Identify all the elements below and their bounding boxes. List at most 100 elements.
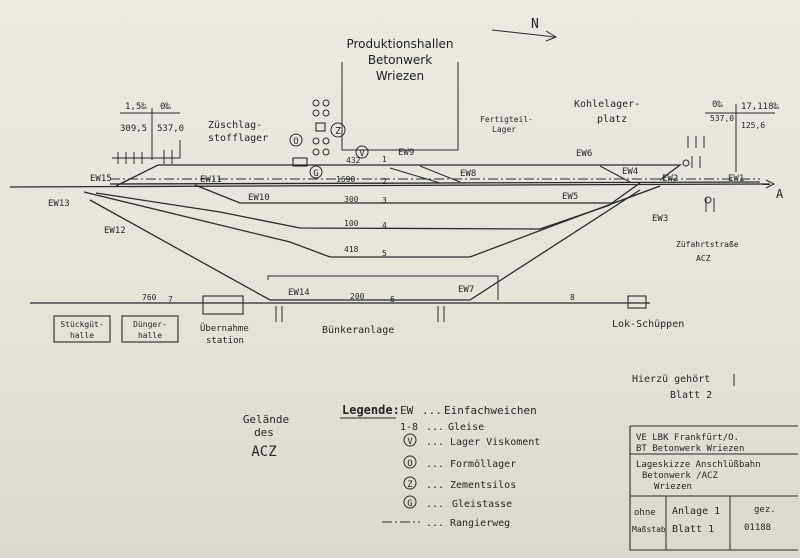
tb-sheet2: Blatt 1 [672, 524, 714, 535]
label-uebernahme-1: Übernahme [200, 323, 249, 334]
switch-ew9: EW9 [398, 148, 414, 158]
track-6-len: 200 [350, 292, 365, 301]
track-5-len: 418 [344, 245, 359, 254]
plant-symbols: O Z V G [289, 99, 369, 179]
map-symbol-g: G [313, 169, 318, 179]
branch-ew6 [599, 165, 631, 183]
plant-title-line2: Betonwerk [368, 53, 432, 67]
switch-ew10: EW10 [248, 193, 270, 203]
label-duenger-2: halle [138, 331, 162, 340]
track-3-len: 300 [344, 195, 359, 204]
switch-ew2: EW2 [662, 174, 678, 184]
track-2-num: 2 [382, 177, 387, 186]
plant-title-line3: Wriezen [376, 69, 424, 83]
legend-title: Legende: [342, 403, 400, 417]
legend-row-gleise-sym: 1-8 [400, 422, 418, 433]
label-fertig-2: Lager [492, 125, 516, 134]
track-6-num: 6 [390, 295, 395, 304]
track-3-num: 3 [382, 196, 387, 205]
track-7-num: 7 [168, 295, 173, 304]
label-duenger-1: Dünger- [133, 320, 167, 329]
note-line1: Hierzü gehört [632, 374, 710, 385]
label-gelaende-2: des [254, 426, 274, 439]
main-line [9, 183, 771, 188]
track-2-len: 1690 [336, 175, 355, 184]
uebernahme-box [202, 295, 244, 315]
label-gelaende-3: ACZ [251, 444, 276, 460]
track-4-len: 100 [344, 219, 359, 228]
track-5 [83, 185, 661, 258]
label-zufahrt-1: Züfahrtstraße [676, 240, 739, 249]
label-zuschlag-1: Züschlag- [208, 120, 262, 131]
switch-ew3: EW3 [652, 214, 668, 224]
legend-row-rangier-text: Rangierweg [450, 518, 510, 529]
tb-org1: VE LBK Frankfürt/O. [636, 433, 739, 443]
switch-ew12: EW12 [104, 226, 126, 236]
legend-row-z-text: Zementsilos [450, 480, 516, 491]
km-right-2: 125,6 [741, 121, 765, 130]
bunker-frame [267, 275, 499, 300]
legend-row-g-sym: G [407, 499, 412, 509]
switch-ew11: EW11 [200, 175, 222, 185]
tb-number: 01188 [744, 523, 771, 533]
grade-left-zero: 0‰ [160, 102, 171, 112]
tb-sheet1: Anlage 1 [672, 506, 720, 517]
km-left-1: 309,5 [120, 124, 147, 134]
track-6 [89, 189, 641, 301]
legend-row-o-text: Formöllager [450, 459, 516, 470]
legend-row-rangier-dots: ... [426, 518, 444, 529]
legend-row-g-dots: ... [426, 499, 444, 510]
track-2 [109, 181, 761, 185]
legend-row-v-sym: V [407, 437, 413, 447]
track-4 [95, 192, 611, 230]
map-symbol-z: Z [335, 126, 341, 137]
switch-ew14: EW14 [288, 288, 310, 298]
production-halls: Produktionshallen Betonwerk Wriezen [341, 37, 459, 151]
track-labels: 1 432 2 1690 3 300 4 100 5 418 6 200 7 7… [142, 155, 784, 304]
label-stueckgut-2: halle [70, 331, 94, 340]
tb-desc2: Betonwerk /ACZ [642, 471, 718, 481]
track-7-len: 760 [142, 293, 157, 302]
map-symbol-o: O [293, 137, 298, 147]
legend-row-gleise-dots: ... [426, 422, 444, 433]
legend-row-g-text: Gleistasse [452, 499, 512, 510]
main-line-arrow [765, 179, 776, 189]
track-1 [115, 164, 682, 187]
tb-desc1: Lageskizze Anschlüßbahn [636, 460, 761, 470]
switch-ew1: EW1 [728, 174, 744, 184]
note-line2: Blatt 2 [670, 390, 712, 401]
legend-row-gleise-text: Gleise [448, 422, 484, 433]
switch-ew7: EW7 [458, 285, 474, 295]
legend-row-v-dots: ... [426, 437, 444, 448]
grade-left-1: 1,5‰ [125, 102, 147, 112]
grade-right-zero: 0‰ [712, 100, 723, 110]
legend-row-z-sym: Z [407, 480, 413, 490]
label-kohle-1: Kohlelager- [574, 99, 640, 110]
km-left-2: 537,0 [157, 124, 184, 134]
legend-row-v-text: Lager Viskoment [450, 437, 540, 448]
sheet-note: Hierzü gehört Blatt 2 [632, 374, 735, 401]
switch-ew5: EW5 [562, 192, 578, 202]
legend-row-ew-sym: EW [400, 404, 414, 417]
legend: Legende: EW ... Einfachweichen 1-8 ... G… [340, 403, 540, 529]
gradient-markers: 1,5‰ 0‰ 309,5 537,0 0‰ 17,118‰ 537,0 125… [112, 100, 780, 212]
switch-ew15: EW15 [90, 174, 112, 184]
switch-ew13: EW13 [48, 199, 70, 209]
switch-ew8: EW8 [460, 169, 476, 179]
legend-row-ew-text: Einfachweichen [444, 404, 537, 417]
legend-row-ew-dots: ... [422, 404, 442, 417]
title-block: VE LBK Frankfürt/O. BT Betonwerk Wriezen… [629, 425, 798, 551]
tb-scale2: Maßstab [632, 525, 666, 534]
label-stueckgut-1: Stückgüt- [60, 320, 103, 329]
area-labels: Züschlag- stofflager Fertigteil- Lager K… [53, 99, 739, 460]
label-bunker: Bünkeranlage [322, 325, 394, 336]
label-zufahrt-2: ACZ [696, 254, 711, 263]
grade-right-1: 17,118‰ [741, 102, 780, 112]
km-right-1: 537,0 [710, 114, 734, 123]
plant-title-line1: Produktionshallen [346, 37, 453, 51]
north-label: N [531, 17, 539, 32]
north-arrow: N [491, 17, 558, 42]
branch-ew8 [419, 165, 461, 183]
lok-box [627, 295, 647, 309]
